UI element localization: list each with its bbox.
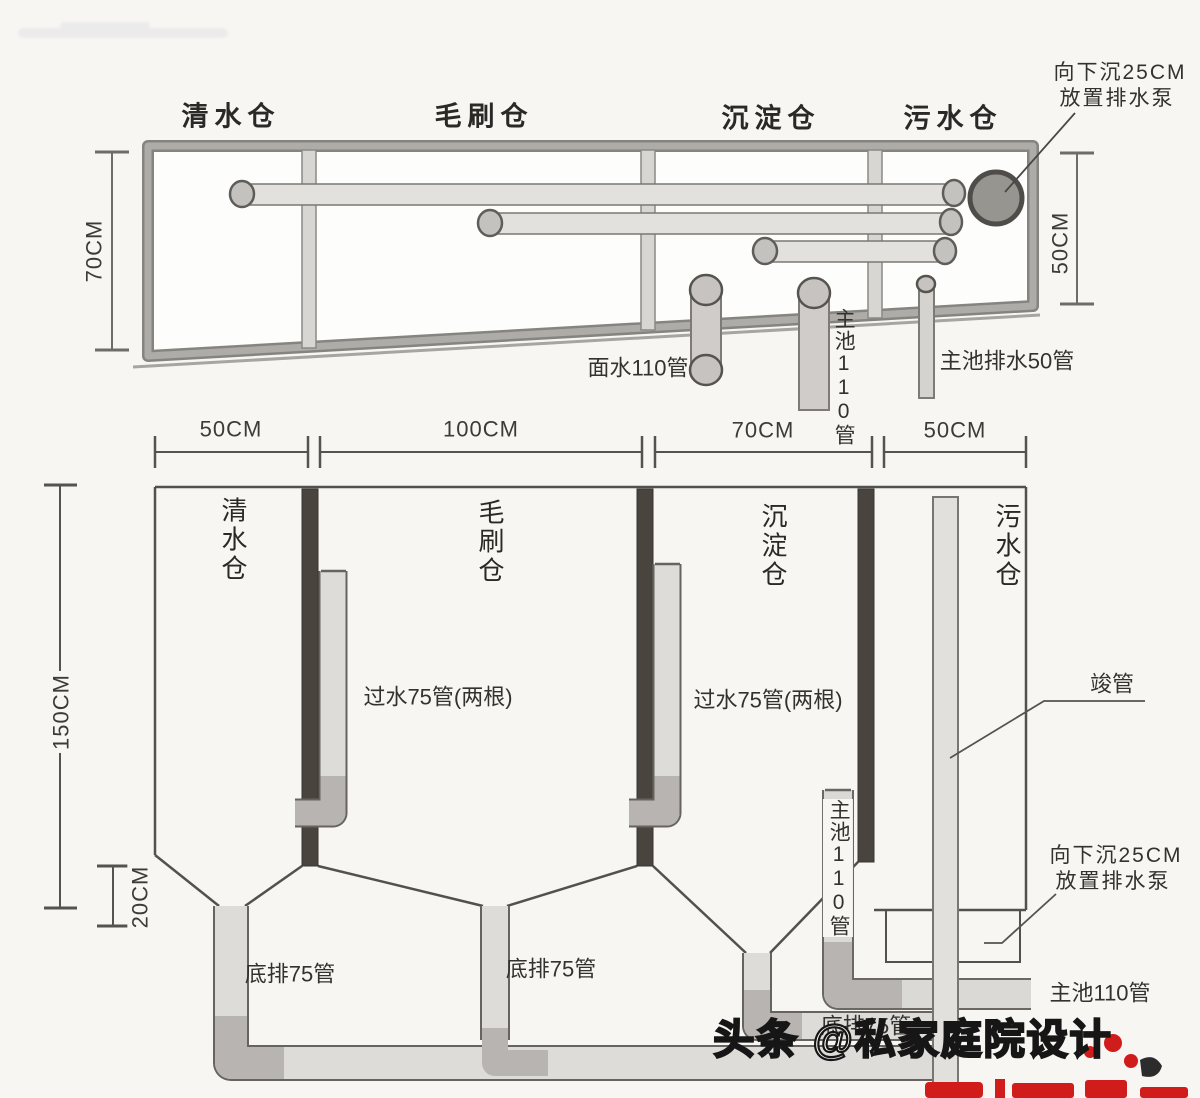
front-chamber-label-2: 毛刷仓 (474, 498, 505, 586)
front-dim-150cm: 150CM (48, 671, 74, 753)
top-dim-50cm-lines (1060, 151, 1094, 306)
standpipe (932, 496, 959, 1098)
top-dim-70cm: 70CM (81, 219, 107, 283)
front-dim-50cm-2: 50CM (923, 417, 987, 443)
surface-pipe-label: 面水110管 (587, 355, 689, 381)
top-dim-70cm-lines (95, 150, 129, 352)
front-view (44, 436, 1145, 1098)
front-dividers (301, 488, 875, 867)
top-chamber-label-1: 清水仓 (181, 101, 281, 132)
main-drain-pipe-label: 主池排水50管 (939, 348, 1075, 374)
pump-note-leader (1004, 112, 1076, 193)
drain-pump (967, 169, 1025, 227)
pump-note-line1-top: 向下沉25CM (1053, 60, 1187, 84)
front-chamber-label-4: 污水仓 (991, 502, 1022, 590)
surface-water-pipe (688, 273, 724, 387)
front-dim-70cm: 70CM (731, 417, 795, 443)
front-dim-50cm-1: 50CM (199, 416, 263, 442)
front-tank-outline (153, 485, 1028, 963)
transfer-pipe-2 (629, 562, 682, 828)
bottom-drain-label-3: 底排75管 (820, 1013, 912, 1039)
standpipe-label: 竣管 (1089, 671, 1135, 697)
red-logo-partial (925, 1034, 1188, 1098)
faint-top-watermark (18, 22, 228, 38)
top-chamber-label-4: 污水仓 (903, 103, 1003, 134)
front-chamber-label-1: 清水仓 (217, 496, 248, 584)
front-chamber-label-3: 沉淀仓 (757, 502, 788, 590)
bottom-drain-label-2: 底排75管 (505, 956, 597, 982)
front-dim-100cm: 100CM (443, 416, 519, 442)
main-pond-pipe-front (822, 788, 1031, 1010)
transfer-pipe-1 (295, 569, 348, 828)
watermark-text: 头条 @私家庭院设计 (712, 1015, 1113, 1063)
pump-note-line1-front: 向下沉25CM (1049, 843, 1183, 867)
bottom-drain-2 (480, 906, 548, 1076)
main-pond-pipe-top (796, 276, 832, 411)
top-dim-50cm: 50CM (1047, 211, 1073, 275)
front-dim-20cm: 20CM (127, 862, 153, 932)
pump-note-line2-front: 放置排水泵 (1055, 869, 1171, 893)
main-drain-pipe-top (915, 274, 937, 399)
top-view (95, 112, 1094, 411)
bottom-drain-label-1: 底排75管 (244, 961, 336, 987)
transfer-pipe-label-1: 过水75管(两根) (363, 684, 513, 710)
main-pipe-out-label: 主池110管 (1049, 980, 1151, 1006)
bottom-drain-run (213, 906, 945, 1081)
main-pipe-label-top: 主池110管 (832, 308, 856, 446)
pump-note-leader-front (984, 893, 1057, 944)
front-dim-lines-top (153, 436, 1028, 468)
standpipe-leader (949, 700, 1145, 759)
pump-note-line2-top: 放置排水泵 (1059, 86, 1175, 110)
main-pipe-label-front: 主池110管 (822, 799, 854, 937)
transfer-pipe-label-2: 过水75管(两根) (693, 687, 843, 713)
horizontal-pipes (228, 178, 967, 266)
top-chamber-label-3: 沉淀仓 (721, 103, 821, 134)
bottom-drain-3 (742, 953, 932, 1041)
top-chamber-label-2: 毛刷仓 (434, 101, 534, 132)
